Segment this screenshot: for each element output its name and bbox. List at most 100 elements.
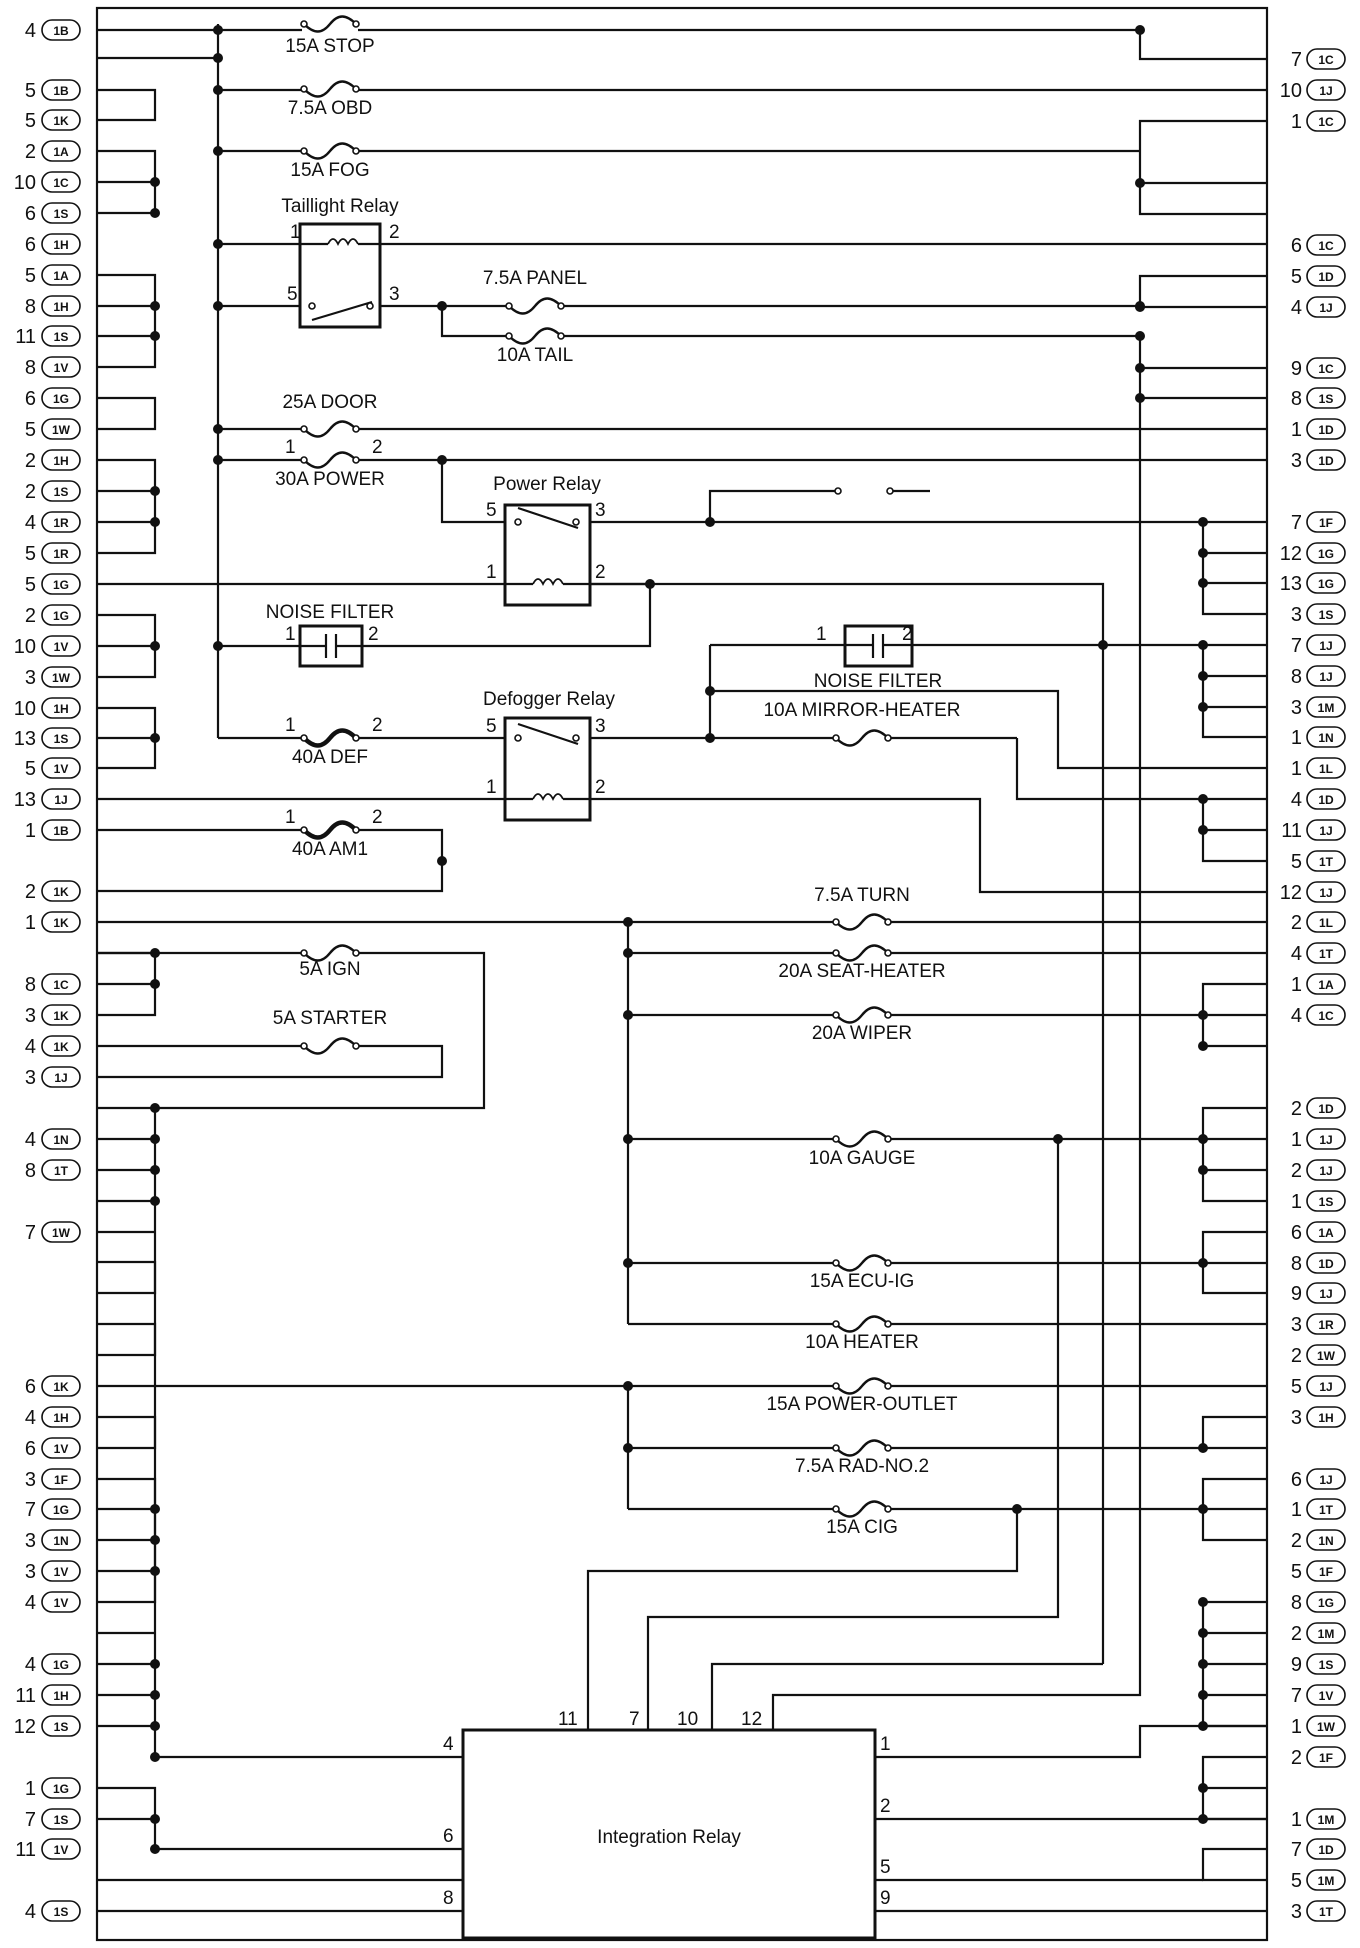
noise-filter-right xyxy=(843,624,914,668)
connector-badge xyxy=(1306,1313,1346,1335)
terminal-pin-number: 2 xyxy=(1291,1747,1302,1769)
fuse-label: 20A WIPER xyxy=(812,1023,912,1044)
connector-id: 1J xyxy=(1319,639,1332,653)
connector-id: 1W xyxy=(1317,1720,1336,1734)
terminal-pin-number: 9 xyxy=(1291,1654,1302,1676)
connector-id: 1G xyxy=(53,1503,69,1517)
connector-badge xyxy=(1306,511,1346,533)
fuse: 15A POWER-OUTLET xyxy=(766,1377,958,1415)
connector-id: 1C xyxy=(1318,1009,1334,1023)
connector-id: 1H xyxy=(53,1689,68,1703)
connector-id: 1B xyxy=(53,84,69,98)
connector-id: 1K xyxy=(53,916,69,930)
connector-badge xyxy=(1306,1252,1346,1274)
power-switch-contacts xyxy=(834,487,894,495)
terminal-pin-number: 10 xyxy=(14,172,36,194)
connector-badge xyxy=(1306,1344,1346,1366)
connector-id: 1H xyxy=(53,238,68,252)
terminal-pin-number: 13 xyxy=(14,728,36,750)
left-jumpers xyxy=(97,88,157,1849)
connector-id: 1T xyxy=(1319,1905,1334,1919)
terminal-pin-number: 8 xyxy=(1291,1253,1302,1275)
terminal-pin-number: 5 xyxy=(1291,1561,1302,1583)
ir-pin-5: 5 xyxy=(880,1857,891,1878)
connector-badge xyxy=(1306,418,1346,440)
connector-badge xyxy=(41,1221,81,1243)
taillight-relay xyxy=(298,222,382,329)
right-terminal: 1 1W xyxy=(1291,1715,1346,1738)
connector-badge xyxy=(1306,265,1346,287)
terminal-pin-number: 1 xyxy=(1291,1716,1302,1738)
connector-badge xyxy=(1306,911,1346,933)
terminal-pin-number: 4 xyxy=(25,1407,36,1429)
taillight-pin-2: 2 xyxy=(389,222,400,243)
connector-id: 1M xyxy=(1318,1627,1335,1641)
connector-id: 1R xyxy=(1318,1318,1334,1332)
fuse: 10A MIRROR-HEATER xyxy=(763,700,961,747)
terminal-pin-number: 1 xyxy=(1291,1129,1302,1151)
terminal-pin-number: 5 xyxy=(25,80,36,102)
connector-id: 1V xyxy=(54,1843,69,1857)
connector-id: 1T xyxy=(1319,947,1334,961)
fuse-symbol xyxy=(302,728,358,748)
terminal-pin-number: 6 xyxy=(25,1438,36,1460)
terminal-pin-number: 8 xyxy=(1291,666,1302,688)
connector-badge xyxy=(41,511,81,533)
connector-badge xyxy=(1306,1406,1346,1428)
connector-badge xyxy=(1306,234,1346,256)
connector-badge xyxy=(41,418,81,440)
terminal-pin-number: 5 xyxy=(25,574,36,596)
terminal-pin-number: 2 xyxy=(1291,912,1302,934)
taillight-pin-3: 3 xyxy=(389,284,400,305)
connector-badge xyxy=(1306,696,1346,718)
connector-id: 1J xyxy=(54,1071,67,1085)
am1-fuse-pin-1: 1 xyxy=(285,807,296,828)
connector-badge xyxy=(41,1128,81,1150)
connector-id: 1V xyxy=(54,361,69,375)
terminal-pin-number: 5 xyxy=(25,543,36,565)
fuse-label: 7.5A RAD-NO.2 xyxy=(795,1456,929,1477)
fuse-label: 15A STOP xyxy=(285,36,374,57)
fuse-label: 15A FOG xyxy=(290,160,369,181)
connector-badge xyxy=(41,973,81,995)
connector-badge xyxy=(1306,1468,1346,1490)
connector-badge xyxy=(41,387,81,409)
terminal-pin-number: 6 xyxy=(1291,235,1302,257)
terminal-pin-number: 2 xyxy=(25,481,36,503)
power-pin-5: 5 xyxy=(486,500,497,521)
terminal-pin-number: 2 xyxy=(1291,1530,1302,1552)
terminal-pin-number: 5 xyxy=(1291,1870,1302,1892)
connector-badge xyxy=(1306,726,1346,748)
connector-id: 1G xyxy=(53,609,69,623)
fuse: 15A CIG xyxy=(826,1500,898,1538)
connector-id: 1K xyxy=(53,114,69,128)
connector-id: 1G xyxy=(53,1658,69,1672)
fuse-symbol xyxy=(302,820,358,840)
connector-badge xyxy=(1306,819,1346,841)
connector-id: 1M xyxy=(1318,1813,1335,1827)
terminal-pin-number: 12 xyxy=(1280,882,1302,904)
nf-left-pin-2: 2 xyxy=(368,624,379,645)
connector-id: 1D xyxy=(1318,1843,1334,1857)
terminal-pin-number: 2 xyxy=(25,450,36,472)
connector-id: 1H xyxy=(1318,1411,1333,1425)
